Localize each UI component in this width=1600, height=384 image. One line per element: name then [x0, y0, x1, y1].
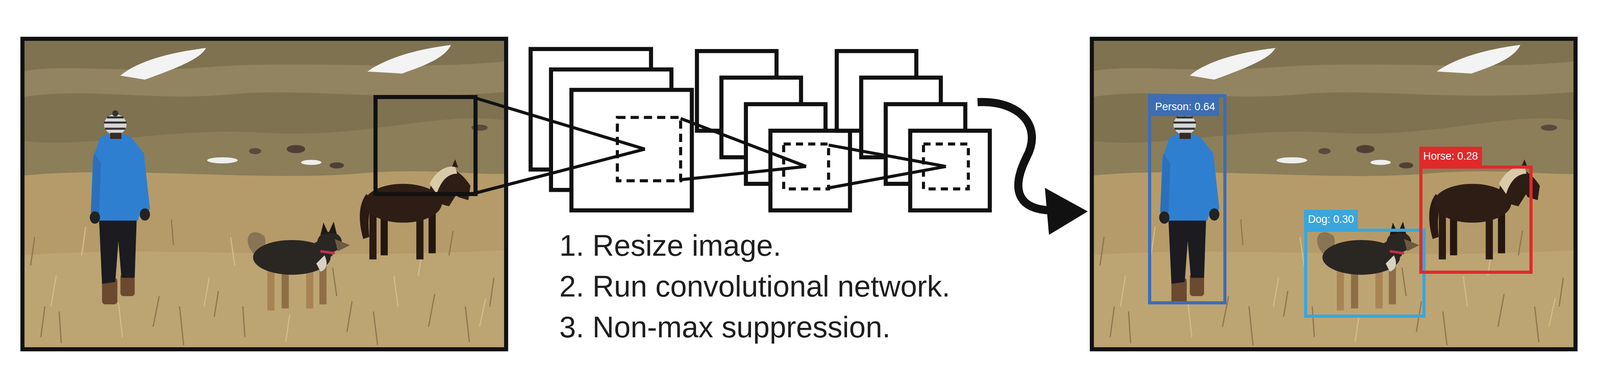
projection-lines-part: [828, 145, 946, 167]
input-photo: [20, 38, 507, 350]
photo-frame: [22, 38, 507, 350]
projection-lines: [475, 97, 946, 193]
projection-lines-part: [680, 118, 806, 167]
class-score-label: Person: 0.64: [1151, 97, 1220, 117]
dog-detection-box: Dog: 0.30: [1304, 228, 1426, 318]
horse-detection-box: Horse: 0.28: [1419, 165, 1533, 274]
projection-lines-part: [475, 97, 645, 149]
class-score-label: Dog: 0.30: [1304, 209, 1358, 229]
projection-lines-part: [680, 166, 806, 180]
step-text: 3. Non-max suppression.: [559, 308, 891, 345]
step-text: 2. Run convolutional network.: [559, 268, 951, 304]
person-detection-box: Person: 0.64: [1148, 94, 1227, 305]
conv-layers-part: [571, 89, 692, 211]
output-photo: [1089, 38, 1576, 350]
receptive-field: [375, 96, 476, 194]
photo-frame: [1092, 38, 1576, 350]
arrow-head: [1044, 187, 1088, 235]
output-arrow: [977, 101, 1051, 211]
projection-lines-part: [475, 148, 645, 193]
conv-layers-part: [770, 130, 851, 211]
class-score-label: Horse: 0.28: [1419, 146, 1483, 166]
conv-layers-part: [617, 117, 681, 181]
projection-lines-part: [828, 166, 946, 188]
conv-layers: [530, 48, 990, 211]
step-text: 1. Resize image.: [559, 227, 782, 264]
